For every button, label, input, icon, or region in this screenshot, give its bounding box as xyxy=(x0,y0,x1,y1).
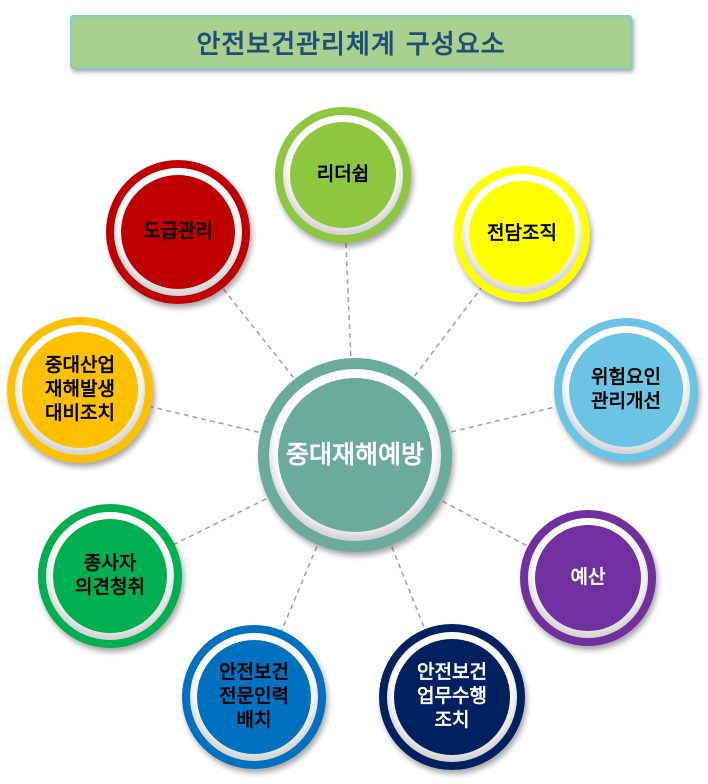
node-core: 도급관리 xyxy=(121,175,235,289)
node-label: 도급관리 xyxy=(143,220,213,243)
center-node: 중대재해예방 xyxy=(258,358,452,552)
node-safety-duty: 안전보건 업무수행 조치 xyxy=(379,624,525,770)
node-core: 안전보건 전문인력 배치 xyxy=(197,640,311,754)
node-label: 중대산업 재해발생 대비조치 xyxy=(45,354,115,424)
node-subcontract: 도급관리 xyxy=(106,160,250,304)
title-banner: 안전보건관리체계 구성요소 xyxy=(70,15,632,69)
node-dedicated-org: 전담조직 xyxy=(454,166,590,302)
node-label: 위험요인 관리개선 xyxy=(591,366,661,412)
node-core: 안전보건 업무수행 조치 xyxy=(394,639,510,755)
node-label: 안전보건 업무수행 조치 xyxy=(417,661,487,731)
node-label: 리더쉽 xyxy=(316,163,370,186)
node-worker-opinion: 종사자 의견청취 xyxy=(38,504,182,648)
node-core: 리더쉽 xyxy=(290,122,396,228)
node-core: 위험요인 관리개선 xyxy=(569,333,683,447)
node-label: 종사자 의견청취 xyxy=(75,552,145,598)
node-core: 예산 xyxy=(535,525,641,631)
diagram-title: 안전보건관리체계 구성요소 xyxy=(196,29,506,60)
node-emergency-prep: 중대산업 재해발생 대비조치 xyxy=(7,317,153,463)
node-risk-management: 위험요인 관리개선 xyxy=(554,318,698,462)
node-label: 전담조직 xyxy=(487,222,557,245)
node-safety-staff: 안전보건 전문인력 배치 xyxy=(182,625,326,769)
node-core: 종사자 의견청취 xyxy=(53,519,167,633)
node-label: 안전보건 전문인력 배치 xyxy=(219,661,289,731)
node-budget: 예산 xyxy=(520,510,656,646)
node-leadership: 리더쉽 xyxy=(275,107,411,243)
center-label: 중대재해예방 xyxy=(285,440,424,470)
node-core: 전담조직 xyxy=(469,181,575,287)
node-core: 중대재해예방 xyxy=(278,378,432,532)
node-core: 중대산업 재해발생 대비조치 xyxy=(22,332,138,448)
node-label: 예산 xyxy=(570,566,606,589)
